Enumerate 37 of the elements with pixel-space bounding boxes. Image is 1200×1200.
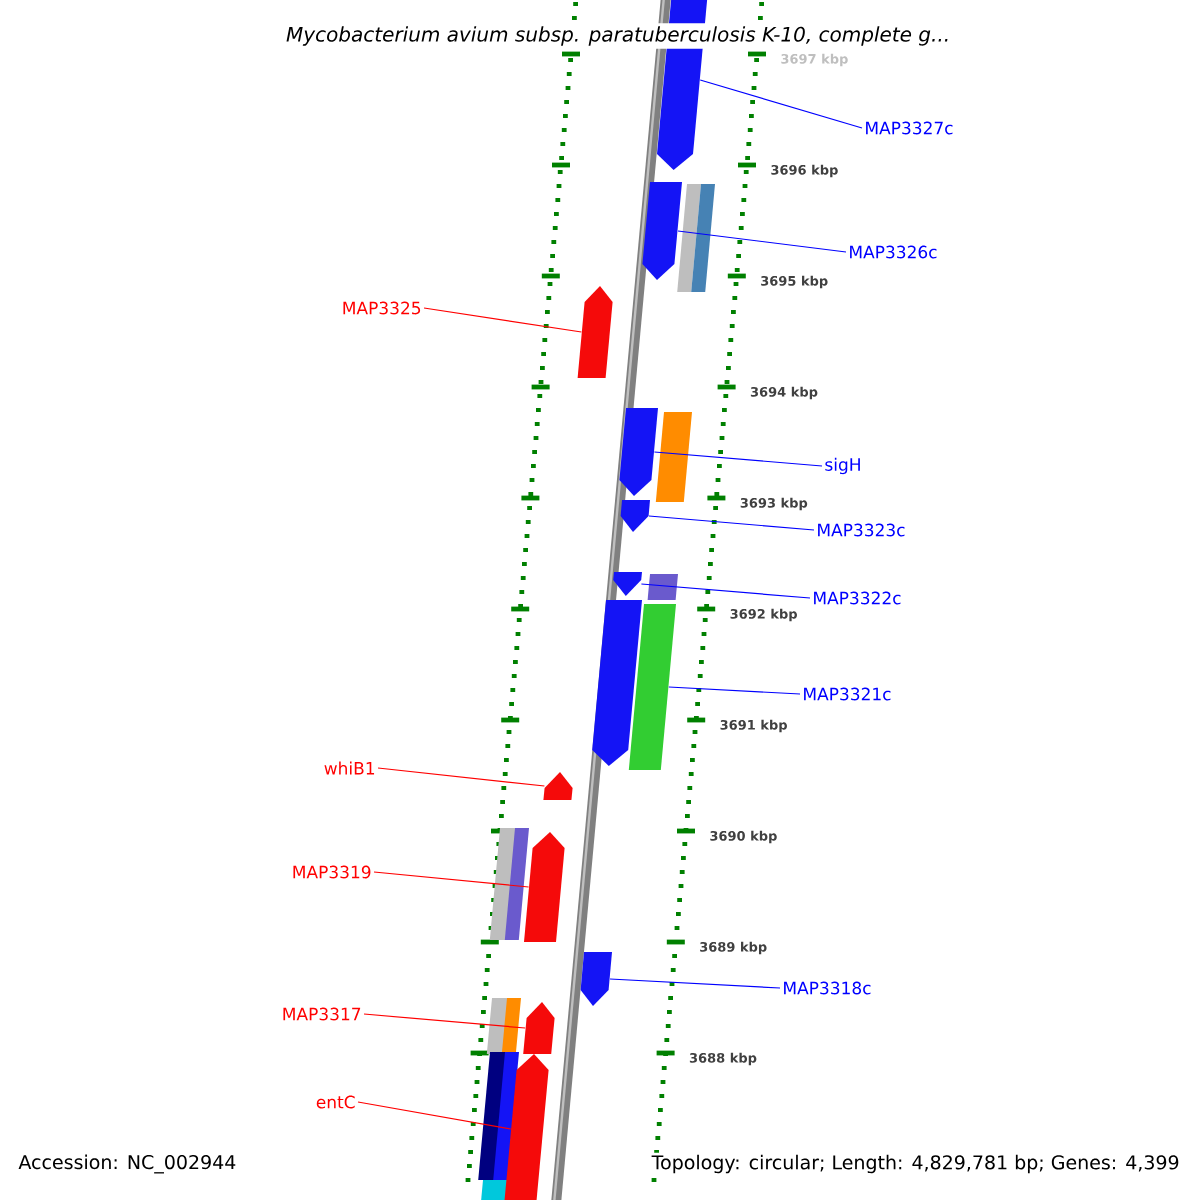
leader-line <box>423 307 582 333</box>
leader-line <box>377 767 545 787</box>
leader-line <box>363 1013 526 1029</box>
leader-line <box>677 230 847 253</box>
gene-label: MAP3317 <box>283 1007 361 1021</box>
gene-label: MAP3326c <box>850 245 937 259</box>
leader-line <box>653 451 823 467</box>
leader-line <box>640 583 811 599</box>
gene-block <box>620 500 650 532</box>
leader-line <box>699 79 863 129</box>
gene-block <box>580 952 612 1006</box>
leader-line <box>373 871 530 888</box>
gene-block <box>642 182 682 280</box>
gene-label: MAP3319 <box>293 865 371 879</box>
gene-label: MAP3322c <box>814 591 901 605</box>
gene-label: whiB1 <box>324 761 375 775</box>
gene-block <box>592 600 642 766</box>
leader-line <box>648 515 815 531</box>
gene-block <box>619 408 658 496</box>
gene-label: MAP3327c <box>866 121 953 135</box>
leader-line <box>609 978 781 989</box>
gene-block <box>613 572 642 596</box>
gene-block <box>524 832 565 942</box>
gene-block <box>543 772 573 800</box>
leader-line <box>668 686 801 695</box>
accession-label: Accession: NC_002944 <box>16 1152 239 1176</box>
title: Mycobacterium avium subsp. paratuberculosis K-10, complete g... <box>283 23 954 49</box>
summary-label: Topology: circular; Length: 4,829,781 bp; Genes: 4,399 <box>649 1152 1182 1176</box>
gene-block <box>523 1002 555 1054</box>
gene-block <box>628 604 676 770</box>
gene-label: MAP3318c <box>784 981 871 995</box>
gene-label: entC <box>316 1095 355 1109</box>
gene-label: MAP3321c <box>804 687 891 701</box>
gene-label: MAP3325 <box>343 301 421 315</box>
gene-label: sigH <box>825 457 860 475</box>
gene-block <box>577 286 613 378</box>
gene-label: MAP3323c <box>818 523 905 537</box>
